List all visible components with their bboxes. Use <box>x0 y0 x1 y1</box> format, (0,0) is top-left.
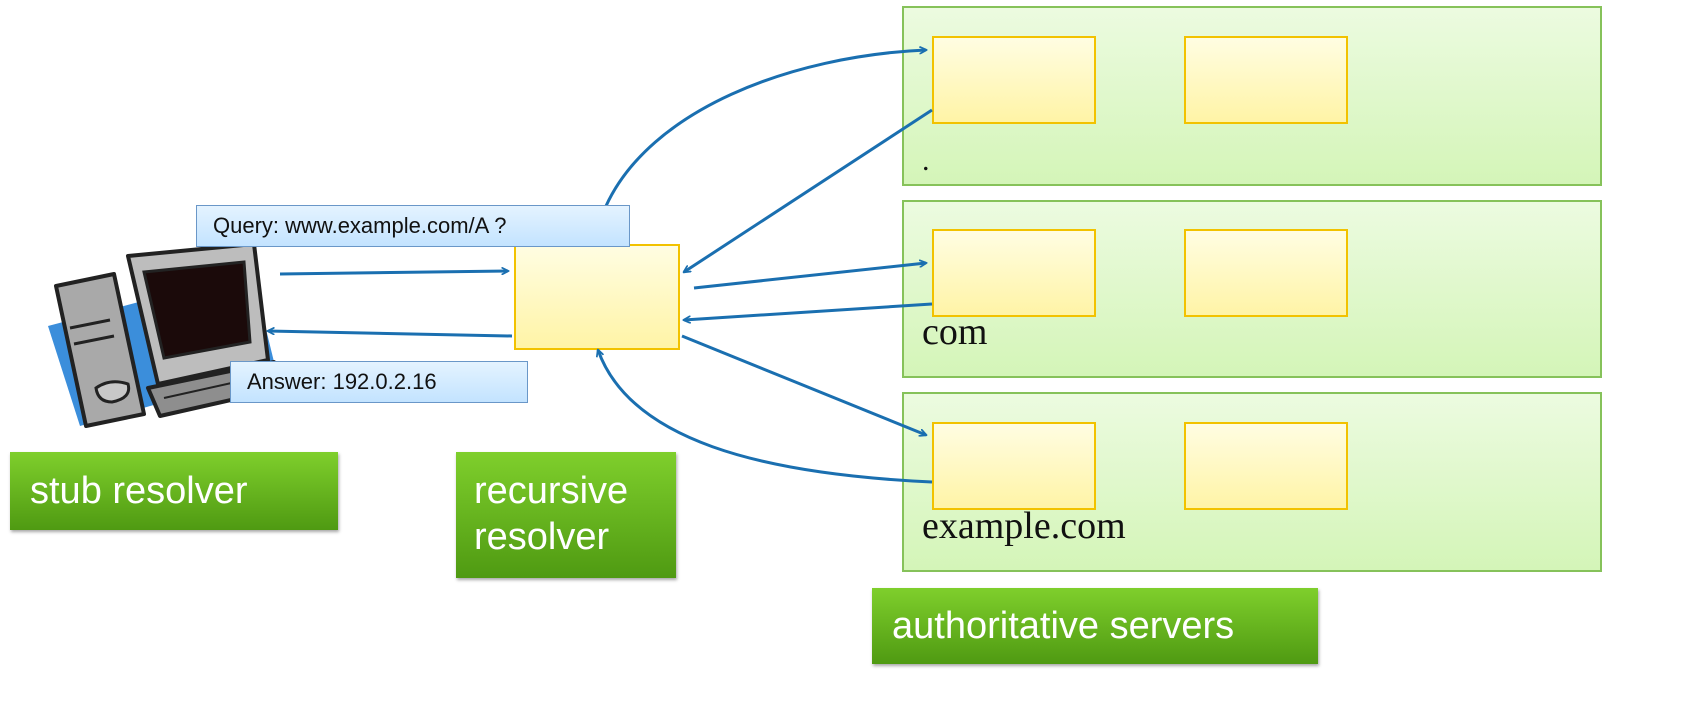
root-server-1 <box>932 36 1096 124</box>
authoritative-servers-label: authoritative servers <box>872 588 1318 664</box>
arrow-from-root <box>684 108 933 274</box>
answer-callout: Answer: 192.0.2.16 <box>230 361 528 403</box>
stub-resolver-label: stub resolver <box>10 452 338 530</box>
arrow-answer <box>268 331 513 338</box>
arrow-to-root <box>604 50 926 207</box>
recursive-resolver-box <box>514 244 680 350</box>
arrow-to-example <box>681 334 926 435</box>
zone-label-com: com <box>922 311 988 353</box>
zone-label-root: . <box>922 144 930 177</box>
recursive-resolver-label: recursive resolver <box>456 452 676 578</box>
computer-icon <box>40 238 290 433</box>
arrow-query <box>279 271 508 276</box>
root-server-2 <box>1184 36 1348 124</box>
arrow-from-example <box>598 350 933 484</box>
query-callout: Query: www.example.com/A ? <box>196 205 630 247</box>
com-server-1 <box>932 229 1096 317</box>
zone-label-example-com: example.com <box>922 505 1126 547</box>
arrow-from-com <box>684 302 933 320</box>
arrow-to-com <box>693 263 926 290</box>
example-server-1 <box>932 422 1096 510</box>
example-server-2 <box>1184 422 1348 510</box>
com-server-2 <box>1184 229 1348 317</box>
